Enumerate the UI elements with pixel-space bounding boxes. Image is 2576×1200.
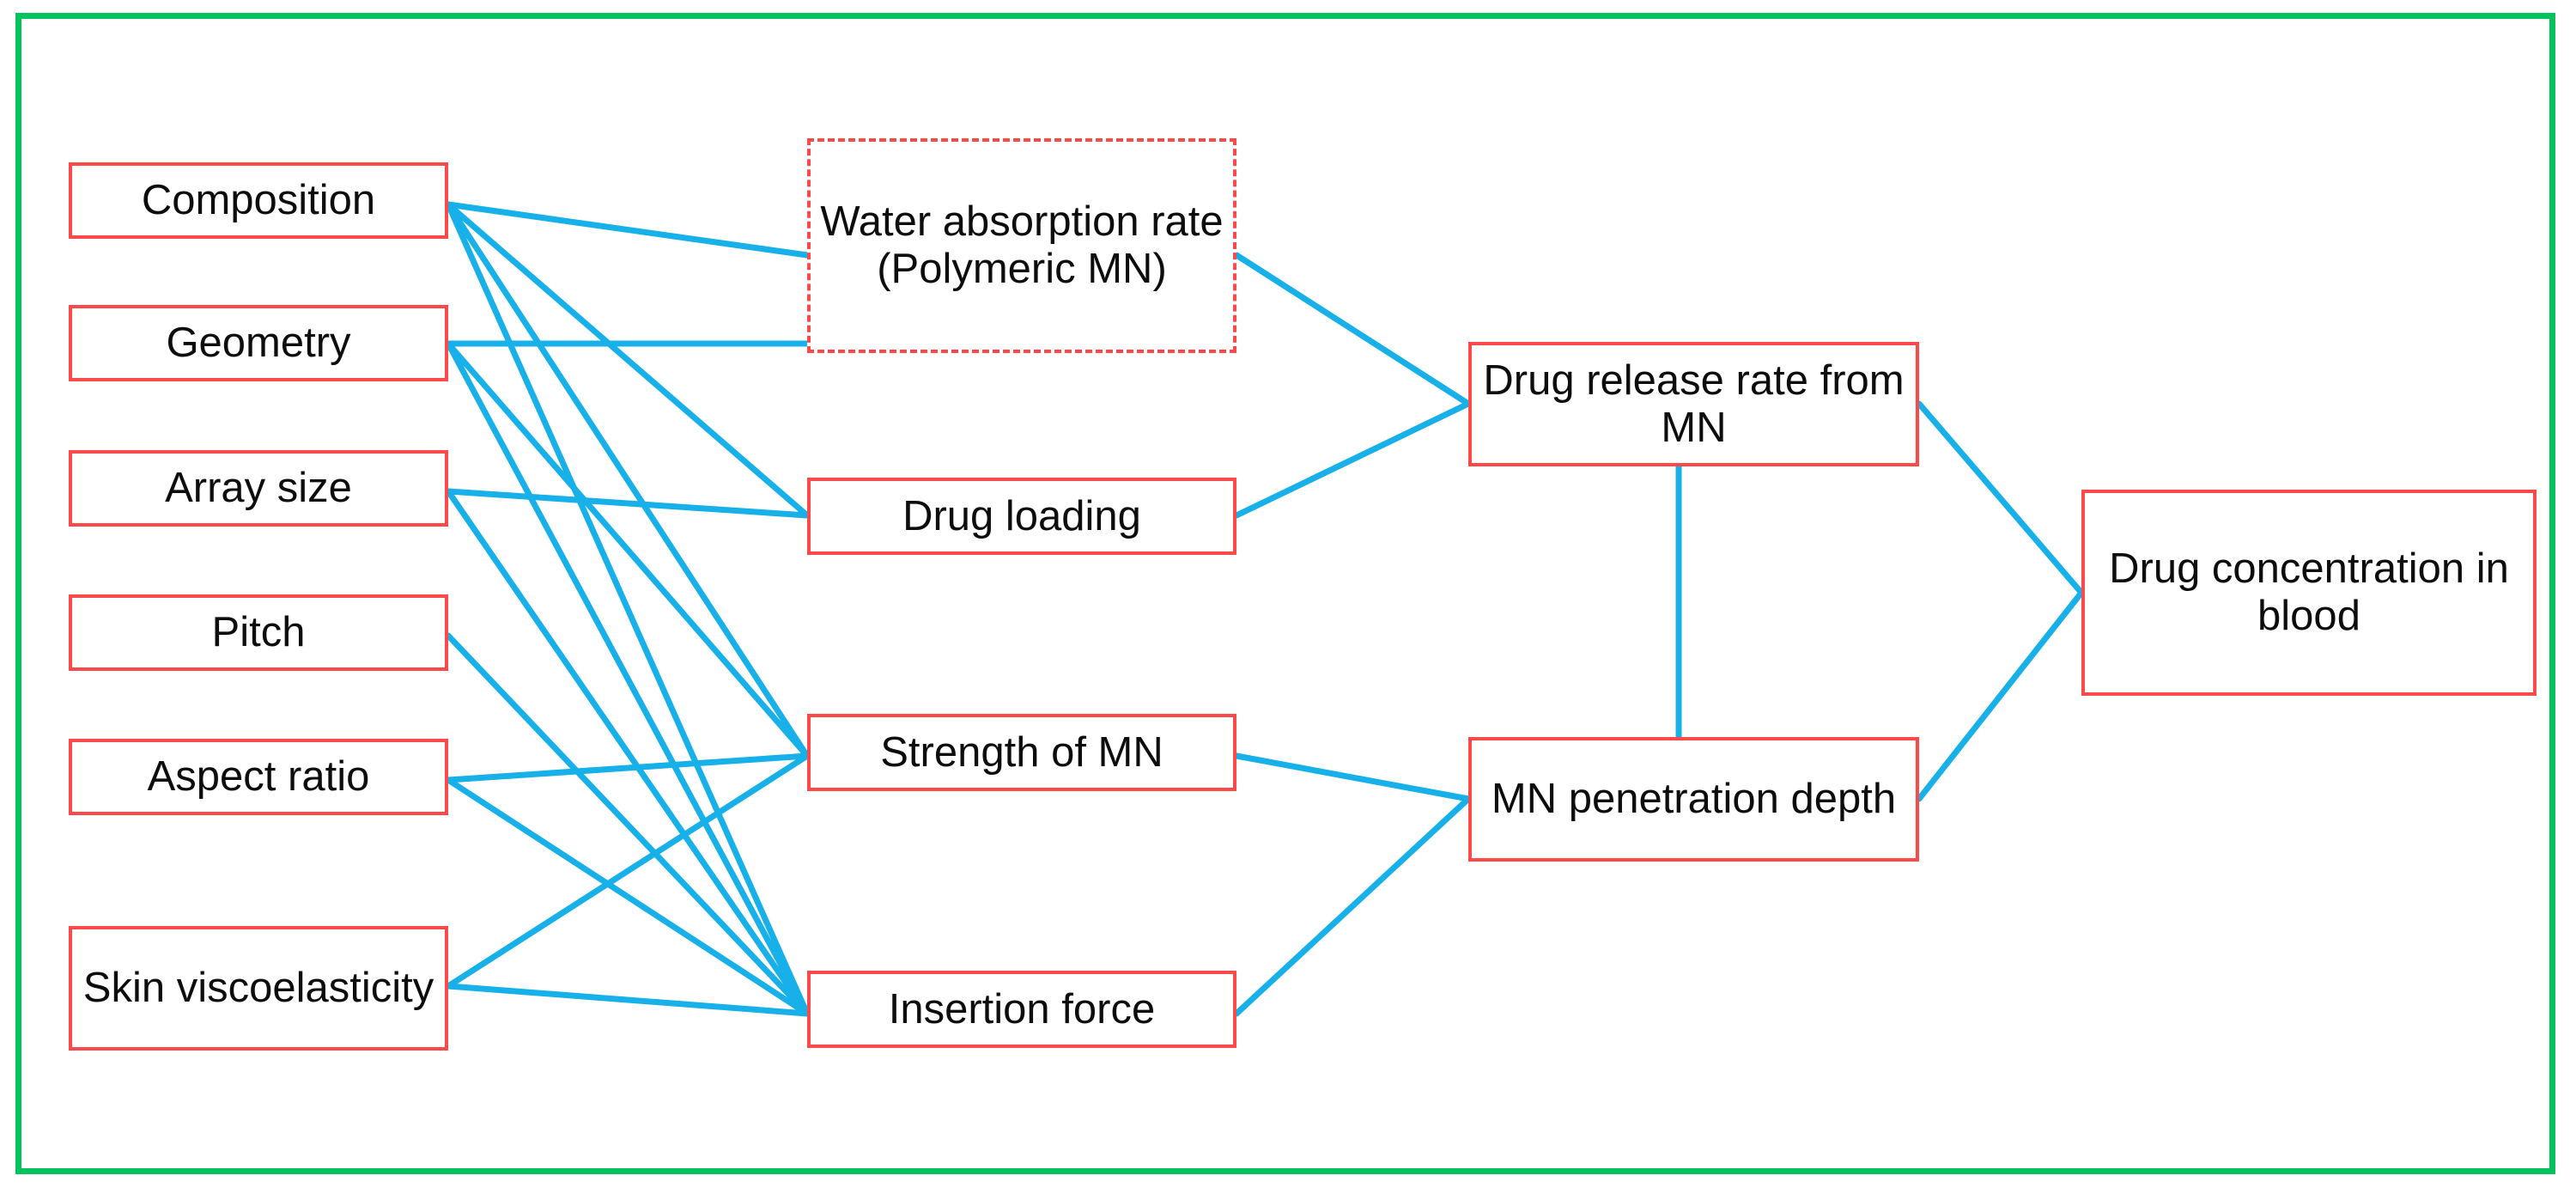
node-geometry[interactable]: Geometry xyxy=(69,305,448,381)
node-drug-release-rate-label: Drug release rate from MN xyxy=(1483,356,1905,451)
edge-strength_of_mn-to-mn_penetration_depth xyxy=(1233,752,1472,802)
node-aspect-ratio-label: Aspect ratio xyxy=(147,753,370,801)
node-strength-of-mn[interactable]: Strength of MN xyxy=(807,714,1236,791)
node-water-absorption-rate-label: Water absorption rate (Polymeric MN) xyxy=(820,198,1224,292)
edge-composition-to-drug_loading xyxy=(445,201,811,519)
node-water-absorption-rate[interactable]: Water absorption rate (Polymeric MN) xyxy=(807,138,1236,353)
edge-mn_penetration_depth-to-drug_concentration xyxy=(1916,589,2085,802)
node-mn-penetration-depth[interactable]: MN penetration depth xyxy=(1468,737,1919,862)
node-composition[interactable]: Composition xyxy=(69,162,448,239)
edge-drug_loading-to-drug_release_rate xyxy=(1233,400,1472,519)
node-insertion-force-label: Insertion force xyxy=(888,985,1156,1032)
edge-composition-to-insertion_force xyxy=(445,201,811,1017)
node-drug-loading[interactable]: Drug loading xyxy=(807,478,1236,555)
edge-skin_viscoelasticity-to-insertion_force xyxy=(445,983,811,1017)
node-composition-label: Composition xyxy=(141,177,376,224)
edge-skin_viscoelasticity-to-strength_of_mn xyxy=(445,752,811,990)
node-skin-viscoelasticity-label: Skin viscoelasticity xyxy=(82,965,434,1012)
node-geometry-label: Geometry xyxy=(166,320,351,367)
edge-geometry-to-strength_of_mn xyxy=(445,340,811,759)
node-drug-concentration-in-blood[interactable]: Drug concentration in blood xyxy=(2081,490,2537,696)
edge-array_size-to-drug_loading xyxy=(445,488,811,519)
node-array-size-label: Array size xyxy=(165,465,352,512)
node-pitch-label: Pitch xyxy=(211,609,306,656)
edge-geometry-to-insertion_force xyxy=(445,340,811,1017)
node-skin-viscoelasticity[interactable]: Skin viscoelasticity xyxy=(69,926,448,1051)
node-array-size[interactable]: Array size xyxy=(69,450,448,527)
node-pitch[interactable]: Pitch xyxy=(69,594,448,671)
node-strength-of-mn-label: Strength of MN xyxy=(880,728,1163,776)
node-aspect-ratio[interactable]: Aspect ratio xyxy=(69,739,448,815)
edge-insertion_force-to-mn_penetration_depth xyxy=(1233,795,1472,1017)
edge-drug_release_rate-to-drug_concentration xyxy=(1916,400,2085,596)
node-drug-concentration-in-blood-label: Drug concentration in blood xyxy=(2109,545,2509,639)
node-mn-penetration-depth-label: MN penetration depth xyxy=(1491,776,1897,823)
node-drug-loading-label: Drug loading xyxy=(902,492,1141,539)
node-insertion-force[interactable]: Insertion force xyxy=(807,971,1236,1048)
edge-array_size-to-insertion_force xyxy=(445,488,811,1017)
edge-composition-to-water_absorption xyxy=(445,201,811,259)
edge-aspect_ratio-to-strength_of_mn xyxy=(445,752,811,783)
edge-water_absorption-to-drug_release_rate xyxy=(1233,252,1472,407)
node-drug-release-rate[interactable]: Drug release rate from MN xyxy=(1468,342,1919,466)
edge-composition-to-strength_of_mn xyxy=(445,201,811,759)
edge-aspect_ratio-to-insertion_force xyxy=(445,777,811,1017)
edge-pitch-to-insertion_force xyxy=(445,632,811,1017)
